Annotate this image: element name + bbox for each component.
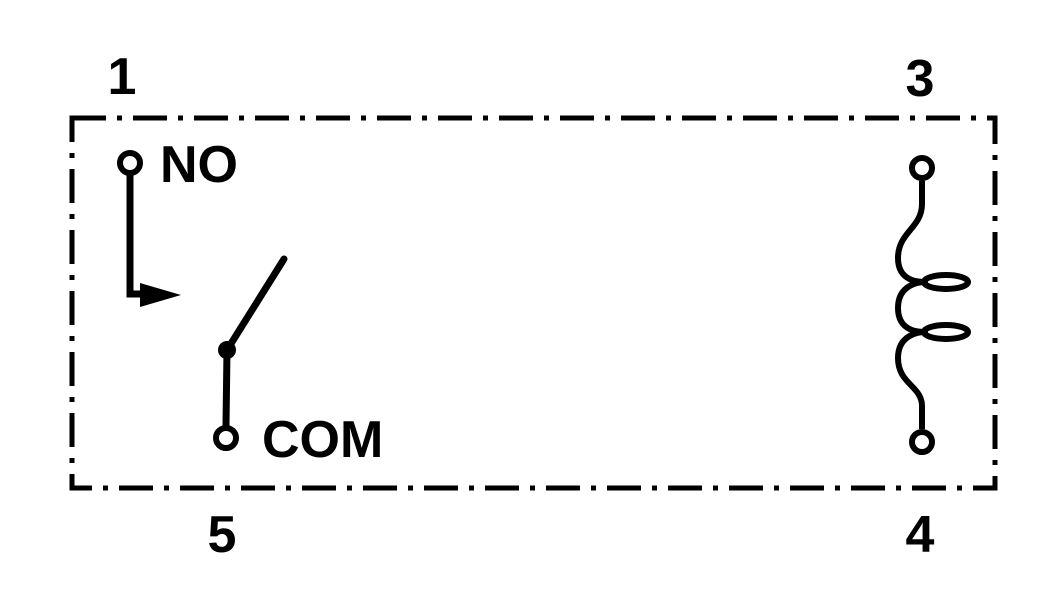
pin-label-4: 4	[906, 506, 935, 564]
com-terminal-label: COM	[262, 411, 383, 469]
com-terminal-lead	[222, 346, 231, 429]
no-terminal-circle	[117, 150, 143, 176]
com-terminal-circle	[213, 425, 239, 451]
coil-terminal-top-circle	[909, 155, 935, 181]
actuation-arrowhead	[140, 283, 181, 307]
movable-contact-blade	[223, 255, 288, 354]
relay-body-outline	[69, 115, 998, 491]
pin-label-5: 5	[208, 506, 237, 564]
coil-loop-upper	[921, 272, 971, 292]
pin-label-3: 3	[906, 50, 935, 108]
coil-winding-path	[895, 201, 928, 409]
no-terminal-lead	[126, 172, 146, 298]
no-terminal-label: NO	[160, 136, 238, 194]
pin-label-1: 1	[108, 48, 137, 106]
coil-terminal-bottom-circle	[909, 429, 935, 455]
coil-loop-lower	[921, 322, 971, 342]
